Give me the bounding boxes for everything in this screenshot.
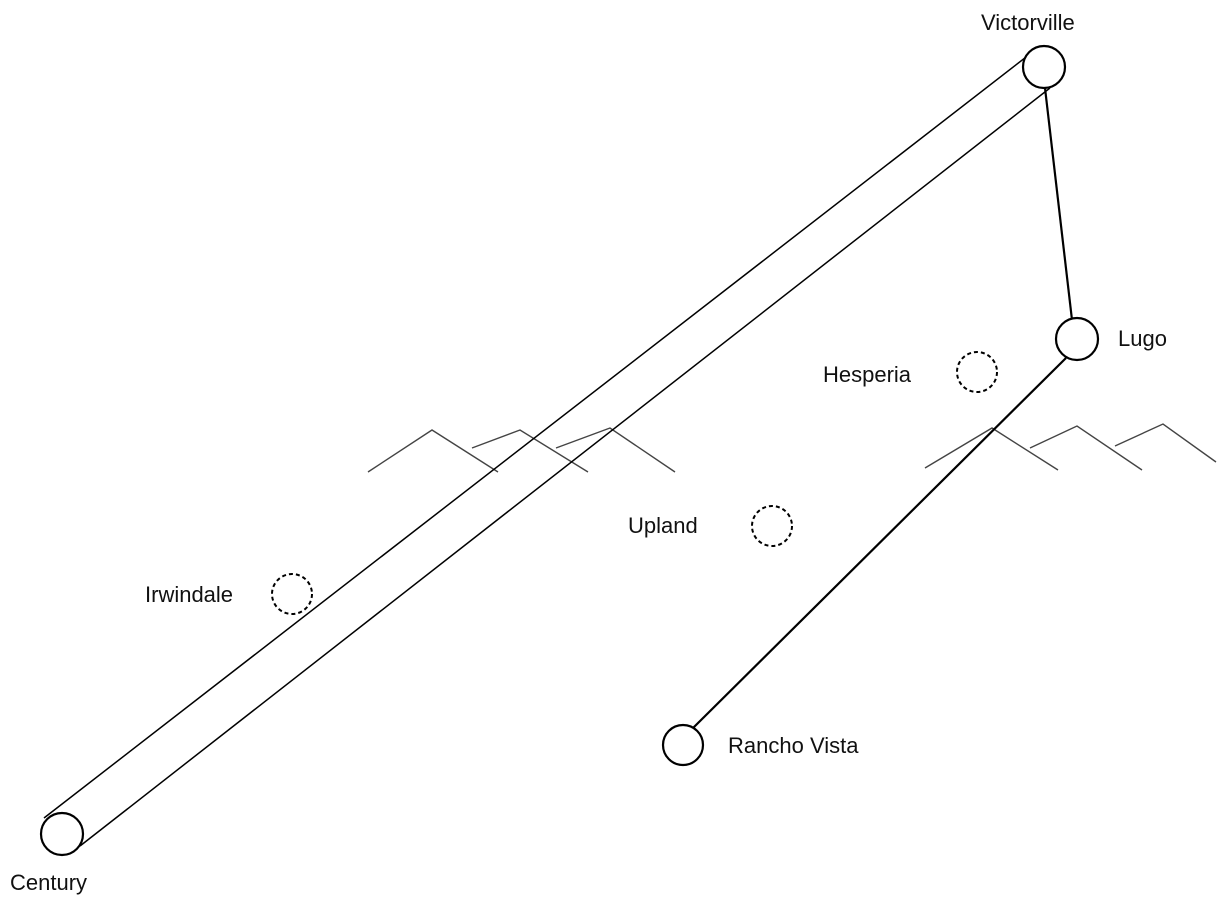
label-rancho-vista: Rancho Vista: [728, 733, 859, 758]
node-irwindale: [271, 573, 313, 615]
node-upland: [751, 505, 793, 547]
node-victorville: [1021, 44, 1067, 90]
node-hesperia: [956, 351, 998, 393]
node-lugo: [1054, 316, 1100, 362]
line-lugo-rancho-vista: [692, 357, 1067, 729]
label-century: Century: [10, 870, 87, 895]
node-century: [39, 811, 85, 857]
label-upland: Upland: [628, 513, 698, 538]
line-victorville-lugo: [1043, 87, 1074, 321]
line-century-victorville: [43, 53, 1051, 847]
label-irwindale: Irwindale: [145, 582, 233, 607]
mountain-range-west: [367, 427, 676, 473]
label-victorville: Victorville: [981, 10, 1075, 35]
label-hesperia: Hesperia: [823, 362, 912, 387]
label-lugo: Lugo: [1118, 326, 1167, 351]
node-rancho-vista: [661, 723, 705, 767]
mountain-range-east: [924, 423, 1217, 471]
